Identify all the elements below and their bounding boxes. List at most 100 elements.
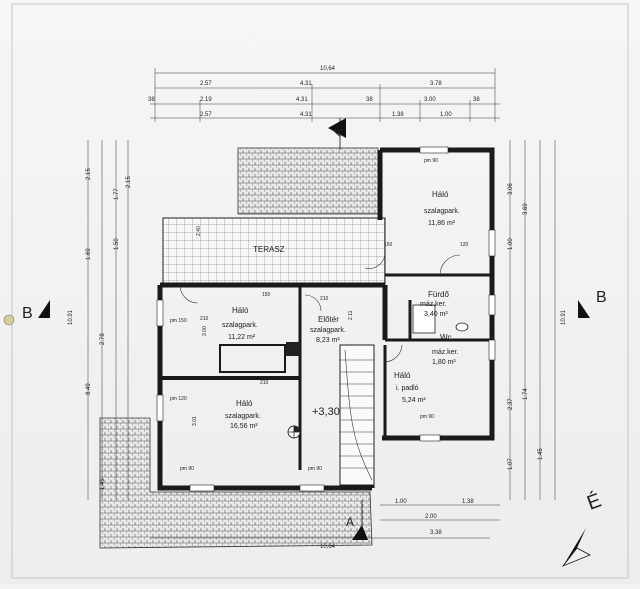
terrace-label: TERASZ (253, 245, 285, 254)
dimension-texts: 10,64 2.57 4.31 3.78 38 2.19 4.31 38 3.0… (68, 66, 567, 550)
opening-label: 210 (320, 296, 329, 302)
roof-area-bottom (99, 417, 373, 549)
opening-label: 120 (460, 242, 469, 248)
room-bedroom-3-area: 16,56 m² (230, 423, 258, 430)
dim-bottom-2: 1.38 (462, 499, 474, 505)
dim-top-5: 2.19 (200, 97, 212, 103)
door-swings (179, 251, 461, 363)
opening-label: 2,40 (196, 226, 202, 236)
opening-label: 210 (260, 380, 269, 386)
dim-left-total: 10.91 (68, 309, 74, 325)
section-b-left-label: B (22, 305, 33, 322)
room-wc-area: 1,80 m² (432, 359, 456, 366)
section-b-right-label: B (596, 289, 607, 306)
room-bedroom-4-name: Háló (394, 371, 411, 380)
room-bedroom-3-floor: szalagpark. (225, 413, 261, 420)
dim-top-6: 4.31 (296, 97, 308, 103)
dim-top-3: 3.78 (430, 81, 442, 87)
dim-left-7: 2.15 (126, 176, 132, 188)
dim-total-top: 10,64 (320, 66, 336, 72)
section-b-right-marker-icon (578, 300, 590, 318)
north-label: É (584, 489, 604, 515)
opening-label: 150 (262, 292, 271, 298)
room-hall-name: Előtér (318, 315, 339, 324)
dim-left-6: 1.50 (114, 238, 120, 250)
dim-right-5: 1.74 (523, 388, 529, 400)
opening-label: pm 150 (170, 318, 187, 324)
dim-right-1: 3.06 (508, 183, 514, 195)
opening-label: pm 120 (170, 396, 187, 402)
dim-top-12: 1.38 (392, 112, 404, 118)
north-arrow-icon (561, 528, 591, 567)
dim-top-7: 38 (366, 97, 373, 103)
terrace-area (162, 217, 386, 285)
opening-label: pm 90 (420, 414, 434, 420)
binder-hole-icon (3, 314, 15, 326)
dim-left-2: 1.69 (86, 248, 92, 260)
staircase (339, 344, 375, 486)
dim-top-13: 1.00 (440, 112, 452, 118)
dim-left-1: 2.15 (86, 168, 92, 180)
room-labels: TERASZ Háló szalagpark. 11,86 m² Háló sz… (222, 190, 460, 430)
room-bedroom-2-floor: szalagpark. (222, 322, 258, 329)
dim-top-4: 38 (148, 97, 155, 103)
toilet-icon (455, 322, 469, 332)
dim-left-5: 1.77 (114, 188, 120, 200)
roof-area-top (237, 147, 379, 215)
opening-label: 2.11 (348, 310, 354, 320)
room-bedroom-2-name: Háló (232, 306, 249, 315)
section-a-bottom-label: A (346, 515, 354, 529)
dim-right-4: 1.45 (538, 448, 544, 460)
dim-bottom-3: 2.00 (425, 514, 437, 520)
room-bedroom-2-area: 11,22 m² (228, 334, 256, 341)
section-a-top-marker-icon (328, 118, 346, 138)
opening-label: pm 90 (424, 158, 438, 164)
dim-right-3: 2.37 (508, 398, 514, 410)
interior-walls (160, 273, 492, 470)
dim-total-bottom: 10,64 (320, 544, 336, 550)
section-b-left-marker-icon (38, 300, 50, 318)
room-bedroom-3-name: Háló (236, 399, 253, 408)
opening-label: pm 90 (180, 466, 194, 472)
room-bath-area: 3,40 m² (424, 311, 448, 318)
opening-label: 3.00 (202, 326, 208, 336)
room-hall-area: 8,23 m² (316, 337, 340, 344)
dim-left-4: 2.78 (100, 333, 106, 345)
level-label: +3,30 (312, 406, 340, 418)
room-wc-name: Wc (440, 333, 452, 342)
dim-top-1: 2.57 (200, 81, 212, 87)
room-hall-floor: szalagpark. (310, 327, 346, 334)
opening-label: 3.01 (192, 416, 198, 426)
room-bedroom-4-area: 5,24 m² (402, 397, 426, 404)
dim-bottom-4: 3.38 (430, 530, 442, 536)
section-a-bottom-marker-icon (352, 525, 368, 540)
opening-label: 150 (384, 242, 393, 248)
dim-top-8: 3.00 (424, 97, 436, 103)
dim-top-2: 4.31 (300, 81, 312, 87)
dim-left-3: 8.49 (86, 383, 92, 395)
room-bath-floor: máz.ker. (420, 301, 447, 308)
dimension-lines (87, 68, 556, 539)
room-bedroom-1-floor: szalagpark. (424, 208, 460, 215)
room-wc-floor: máz.ker. (432, 349, 459, 356)
room-bath-name: Fürdő (428, 290, 449, 299)
opening-label: pm 90 (308, 466, 322, 472)
windows (156, 146, 496, 492)
dim-right-7: 1.07 (508, 458, 514, 470)
dim-top-9: 38 (473, 97, 480, 103)
opening-label: 210 (200, 316, 209, 322)
room-bedroom-1-area: 11,86 m² (428, 220, 456, 227)
dim-bottom-1: 1.00 (395, 499, 407, 505)
room-bedroom-1-name: Háló (432, 190, 449, 199)
dim-right-total: 10.91 (561, 309, 567, 325)
dim-top-11: 4.31 (300, 112, 312, 118)
dim-right-6: 1.00 (508, 238, 514, 250)
shower-tray (412, 304, 436, 334)
room-bedroom-4-floor: i. padló (396, 385, 419, 392)
dim-left-8: 1.45 (100, 478, 106, 490)
opening-labels: pm 90 120 150 210 150 210 210 pm 90 pm 9… (170, 158, 469, 472)
dim-top-10: 2.57 (200, 112, 212, 118)
dim-right-2: 3.69 (523, 203, 529, 215)
